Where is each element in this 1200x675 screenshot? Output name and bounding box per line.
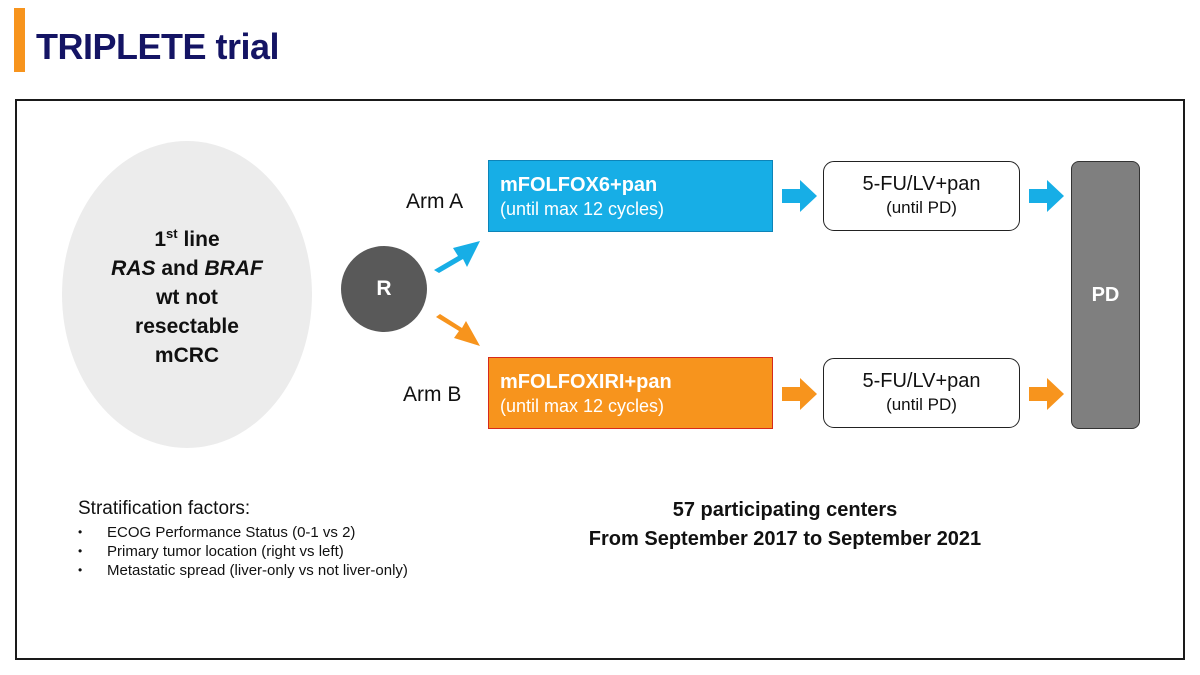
arm-a-label: Arm A [406,190,464,213]
centers-count: 57 participating centers [672,499,898,521]
arm-b-maintenance-name: 5-FU/LV+pan [862,370,981,392]
arm-b-maintenance-box: 5-FU/LV+pan (until PD) [823,358,1020,428]
arm-a-maintenance-duration: (until PD) [886,198,957,217]
arm-a-induction-duration: (until max 12 cycles) [500,199,665,219]
population-line-4: resectable [135,315,239,338]
ras-gene: RAS [111,257,156,280]
randomization-label: R [376,277,392,300]
stratification-item: ECOG Performance Status (0-1 vs 2) [78,523,408,542]
arm-a-arrow-to-pd [1029,180,1064,212]
line-label: line [177,228,220,251]
and-text: and [155,257,205,280]
stratification-item: Primary tumor location (right vs left) [78,542,408,561]
braf-gene: BRAF [204,257,263,280]
population-description: 1st line RAS and BRAF wt not resectable … [111,219,263,370]
arm-b-arrow-to-maintenance [782,378,817,410]
population-line-3: wt not [156,286,218,309]
population-line-5: mCRC [154,344,220,367]
stratification-item: Metastatic spread (liver-only vs not liv… [78,561,408,580]
arm-b-induction-name: mFOLFOXIRI+pan [500,371,672,393]
arm-a-maintenance-name: 5-FU/LV+pan [862,173,981,195]
progression-box: PD [1071,161,1140,429]
arm-a-maintenance-box: 5-FU/LV+pan (until PD) [823,161,1020,231]
arm-a-branch-arrow [434,241,480,273]
line-number: 1 [154,228,167,251]
slide-title: TRIPLETE trial [36,26,280,67]
line-ordinal: st [166,226,178,241]
arm-b-branch-arrow [436,314,480,346]
stratification-list: ECOG Performance Status (0-1 vs 2) Prima… [78,523,408,580]
arm-b-induction-duration: (until max 12 cycles) [500,396,665,416]
arm-b-label: Arm B [403,383,462,406]
stratification-title: Stratification factors: [78,498,251,519]
title-accent-bar [14,8,25,72]
diagram-frame [15,99,1185,660]
enrollment-period: From September 2017 to September 2021 [588,528,982,550]
arm-a-induction-box: mFOLFOX6+pan (until max 12 cycles) [488,160,773,232]
arm-b-induction-box: mFOLFOXIRI+pan (until max 12 cycles) [488,357,773,429]
progression-label: PD [1091,283,1120,306]
population-ellipse: 1st line RAS and BRAF wt not resectable … [62,141,312,448]
randomization-circle: R [341,246,427,332]
centers-info: 57 participating centers From September … [540,496,1030,554]
arm-b-arrow-to-pd [1029,378,1064,410]
arm-a-arrow-to-maintenance [782,180,817,212]
arm-a-induction-name: mFOLFOX6+pan [500,174,658,196]
arm-b-maintenance-duration: (until PD) [886,395,957,414]
